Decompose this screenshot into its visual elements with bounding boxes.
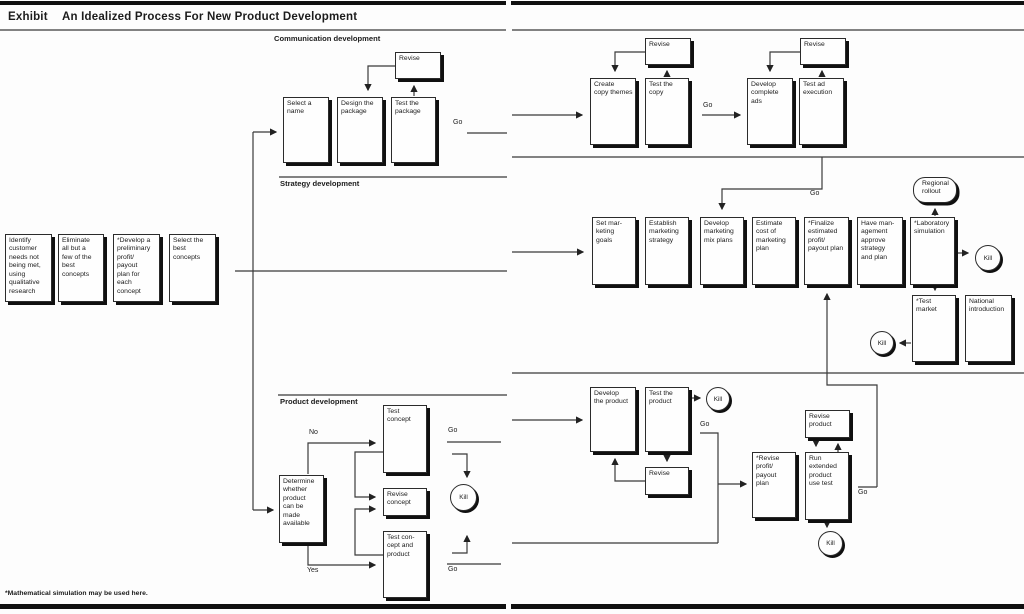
kill-terminator-test-product: Kill: [706, 387, 730, 411]
arrow-up-to-kill-concept: [452, 534, 471, 554]
process-box-revise-product-test: Revise: [645, 467, 689, 495]
process-box-develop-preliminary-plan: *Develop a preliminary profit/ payout pl…: [113, 234, 160, 302]
arrow-to-kill-concept: [452, 453, 471, 479]
arrow-revise-to-design-package: [364, 65, 395, 92]
arrow-go-to-marketing-mix: [718, 157, 823, 211]
exhibit-label: Exhibit: [8, 11, 48, 23]
process-box-determine-product: Determine whether product can be made av…: [279, 475, 324, 543]
arrow-test-concept-product-to-revise-concept: [354, 505, 383, 556]
process-box-establish-marketing-strategy: Establish marketing strategy: [645, 217, 689, 285]
process-box-design-package: Design the package: [337, 97, 383, 163]
top-border-right: [511, 1, 1024, 5]
process-box-identify-customer-needs: Identify customer needs not being met, u…: [5, 234, 52, 302]
section-label-product: Product development: [280, 397, 358, 406]
process-box-test-concept-and-product: Test con- cept and product: [383, 531, 427, 598]
connectors-left-panel: [235, 65, 507, 569]
process-box-develop-complete-ads: Develop complete ads: [747, 78, 793, 145]
connectors-right-panel: [512, 51, 970, 544]
process-box-select-best-concepts: Select the best concepts: [169, 234, 216, 302]
arrow-no-branch: [307, 439, 377, 474]
process-box-revise-concept: Revise concept: [383, 488, 427, 516]
kill-terminator-laboratory: Kill: [975, 245, 1001, 271]
no-label: No: [309, 429, 318, 436]
page-title: An Idealized Process For New Product Dev…: [62, 11, 358, 23]
process-box-test-package: Test the package: [391, 97, 436, 163]
kill-terminator-concept: Kill: [450, 484, 477, 511]
go-line-test-product: [700, 432, 719, 543]
arrow-revise-to-develop-product: [611, 457, 645, 482]
process-box-revise-profit-plan: *Revise profit/ payout plan: [752, 452, 796, 518]
process-box-create-copy-themes: Create copy themes: [590, 78, 636, 145]
process-box-revise-copy: Revise: [645, 38, 691, 65]
process-box-test-copy: Test the copy: [645, 78, 689, 145]
section-label-communication: Communication development: [274, 34, 381, 43]
process-box-set-marketing-goals: Set mar- keting goals: [592, 217, 636, 285]
go-label-run-extended: Go: [858, 489, 868, 496]
process-box-finalize-profit-plan: *Finalize estimated profit/ payout plan: [804, 217, 849, 285]
process-box-estimate-cost: Estimate cost of marketing plan: [752, 217, 796, 285]
process-box-run-extended-use-test: Run extended product use test: [805, 452, 849, 520]
bottom-border-right: [511, 604, 1024, 609]
process-box-revise-ads: Revise: [800, 38, 846, 65]
process-box-laboratory-simulation: *Laboratory simulation: [910, 217, 955, 285]
arrow-go-up-to-finalize: [823, 292, 878, 487]
process-box-test-concept: Test concept: [383, 405, 427, 473]
process-box-select-name: Select a name: [283, 97, 329, 163]
go-label-communication: Go: [453, 119, 463, 126]
process-box-revise-package: Revise: [395, 52, 441, 79]
go-label-test-concept: Go: [448, 427, 458, 434]
go-label-copy: Go: [703, 102, 713, 109]
bottom-border-left: [0, 604, 506, 609]
process-box-eliminate-concepts: Eliminate all but a few of the best conc…: [58, 234, 104, 302]
kill-terminator-test-market: Kill: [870, 331, 894, 355]
go-label-test-product: Go: [700, 421, 710, 428]
go-label-test-concept-product: Go: [448, 566, 458, 573]
process-box-revise-product: Revise product: [805, 410, 850, 438]
top-border-left: [0, 1, 506, 5]
process-box-develop-product: Develop the product: [590, 387, 636, 452]
arrow-test-concept-to-revise-concept: [354, 451, 383, 501]
terminator-regional-rollout: Regional rollout: [913, 177, 957, 203]
process-box-test-market: *Test market: [912, 295, 956, 362]
section-label-strategy: Strategy development: [280, 179, 360, 188]
process-box-national-introduction: National introduction: [965, 295, 1012, 362]
process-box-develop-marketing-mix-plans: Develop marketing mix plans: [700, 217, 744, 285]
yes-label: Yes: [307, 567, 319, 574]
section-rules: [0, 29, 1024, 396]
kill-terminator-run-extended: Kill: [818, 531, 843, 556]
arrow-revise-to-develop-ads: [766, 51, 800, 73]
process-box-management-approve: Have man- agement approve strategy and p…: [857, 217, 903, 285]
arrow-yes-branch: [307, 544, 377, 569]
process-box-test-product: Test the product: [645, 387, 689, 452]
footnote: *Mathematical simulation may be used her…: [5, 590, 148, 597]
arrow-revise-to-create-copy: [611, 51, 645, 73]
process-box-test-ad-execution: Test ad execution: [799, 78, 844, 145]
go-label-strategy-entry: Go: [810, 190, 820, 197]
